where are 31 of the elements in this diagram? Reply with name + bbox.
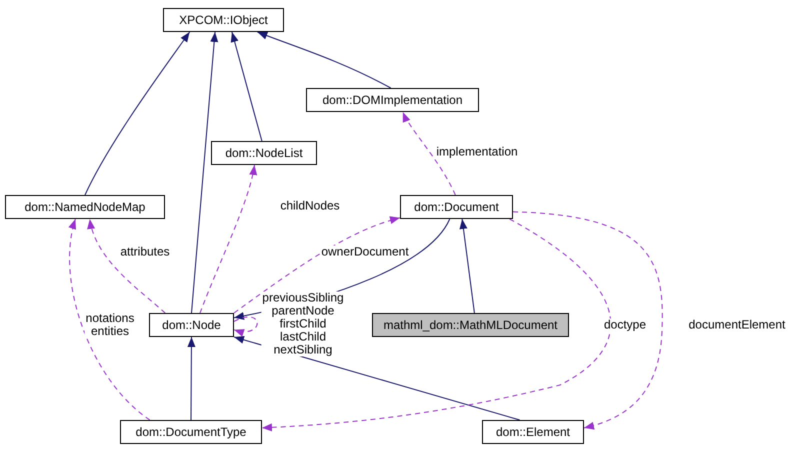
dashed-arrow — [200, 164, 257, 314]
dashed-arrow — [262, 218, 611, 432]
arrow — [256, 32, 392, 88]
edge-label: childNodes — [279, 200, 341, 212]
class-box: dom::Node — [149, 313, 234, 337]
dashed-arrow — [402, 112, 456, 196]
class-box: dom::NamedNodeMap — [5, 195, 165, 219]
edge-label: implementation — [435, 146, 519, 158]
arrow — [459, 218, 475, 314]
class-box: XPCOM::IObject — [163, 8, 284, 32]
class-box: dom::DOMImplementation — [306, 88, 479, 112]
edge-label: doctype — [602, 318, 648, 332]
arrow — [230, 32, 262, 142]
class-box: mathml_dom::MathMLDocument — [372, 313, 569, 337]
class-box: dom::Document — [400, 195, 513, 219]
edge-label: previousSibling parentNode firstChild lastChild nextSibling — [261, 292, 345, 356]
arrow — [187, 336, 196, 420]
edge-label: documentElement — [688, 318, 786, 332]
edge-label: attributes — [119, 246, 171, 258]
class-box: dom::Element — [482, 420, 584, 444]
dashed-arrow — [69, 218, 150, 420]
edge-label: notations entities — [84, 312, 136, 338]
arrow — [84, 32, 190, 196]
dashed-arrow — [234, 216, 400, 314]
class-box: dom::NodeList — [211, 141, 317, 165]
dashed-arrow — [512, 211, 663, 430]
dashed-arrow — [234, 316, 258, 336]
class-box: dom::DocumentType — [120, 420, 262, 444]
arrow — [191, 32, 218, 314]
edge-label: ownerDocument — [320, 246, 410, 258]
dashed-arrow — [88, 218, 166, 314]
